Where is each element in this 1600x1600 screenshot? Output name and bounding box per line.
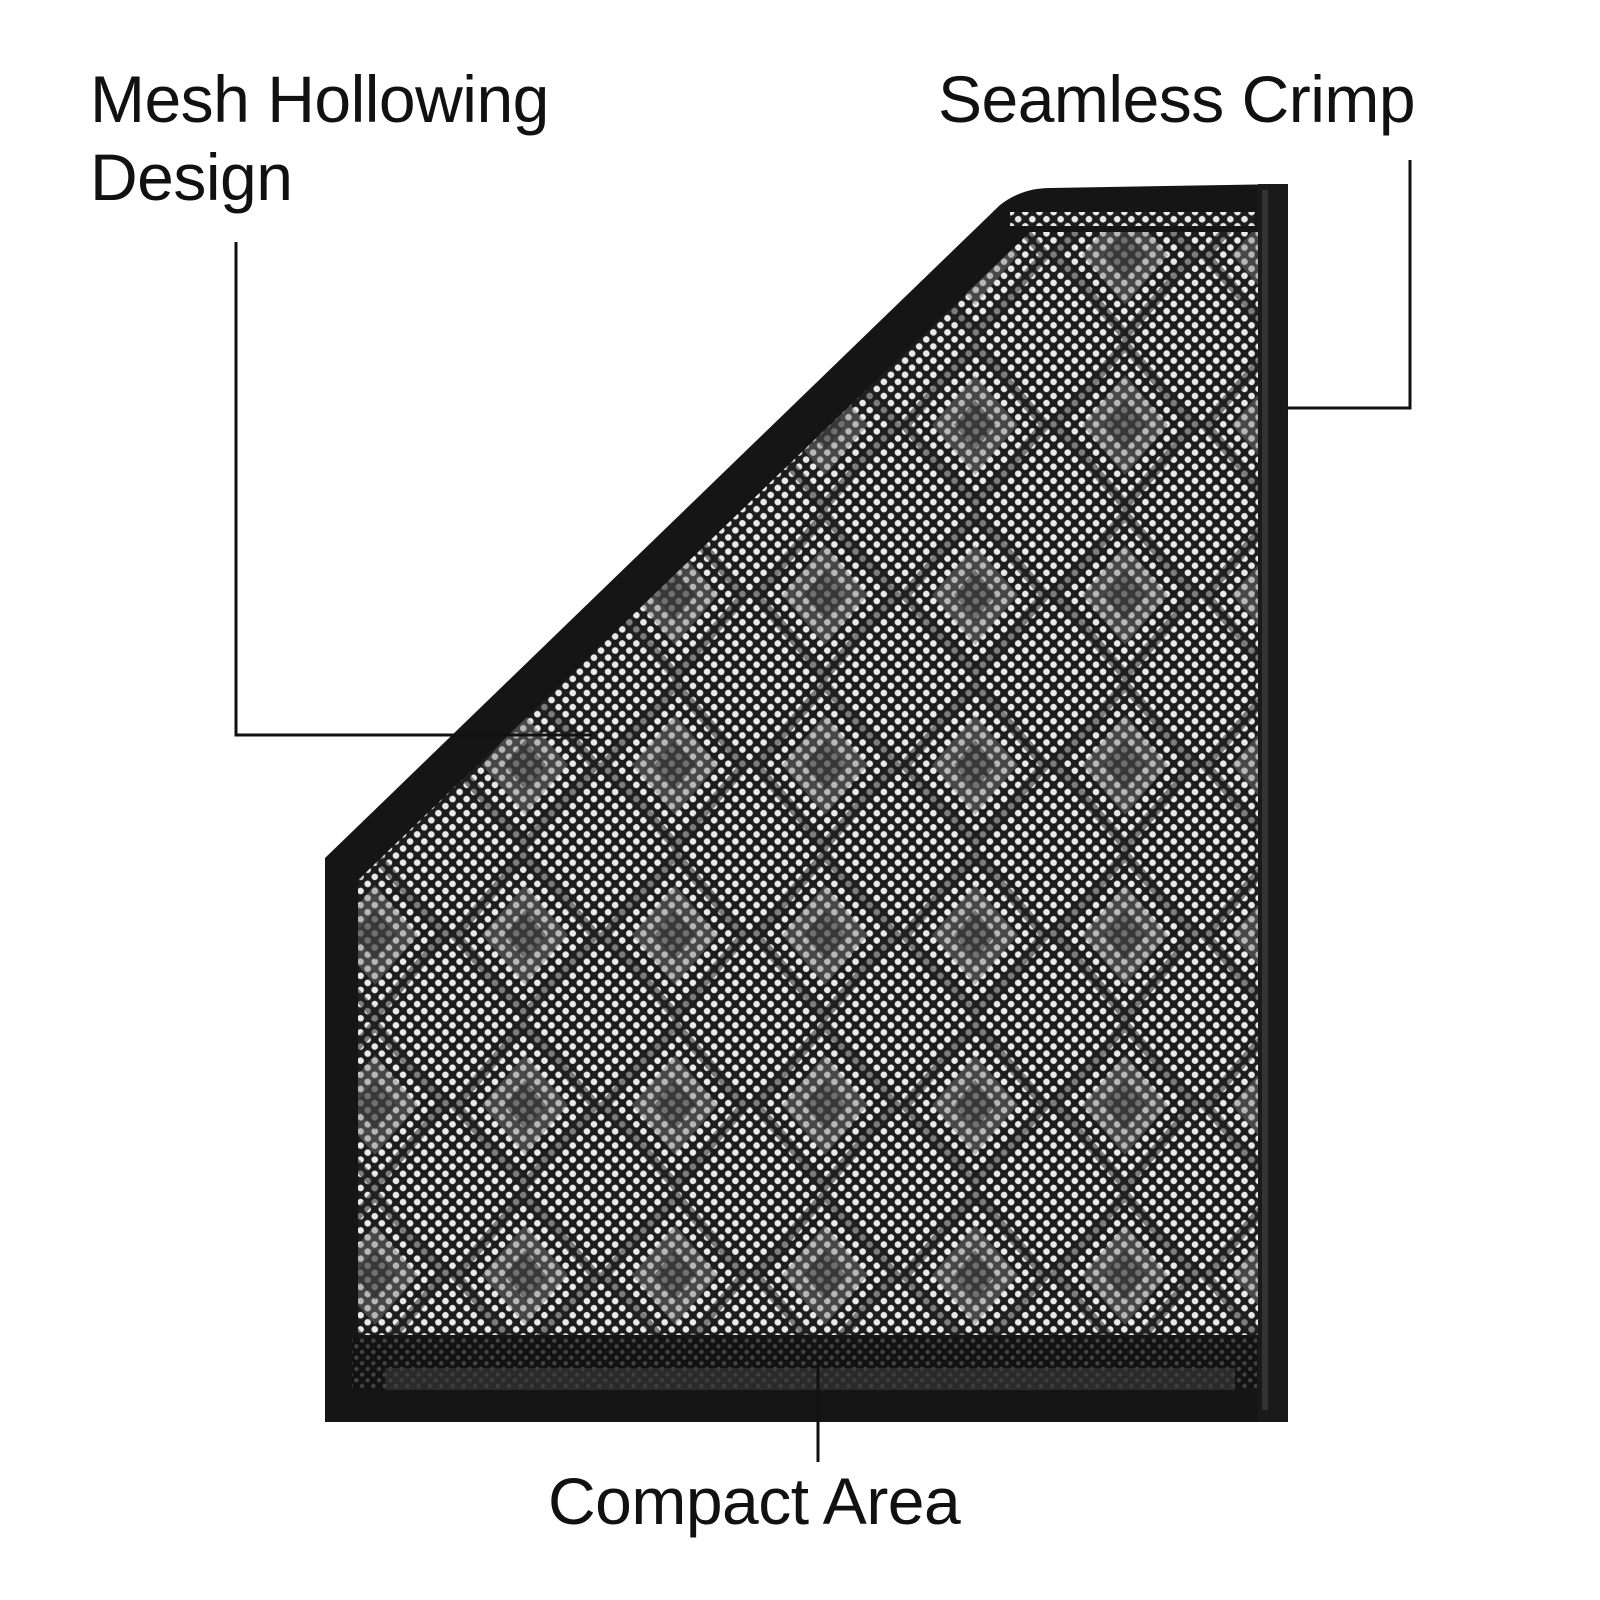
seamless-crimp-leader — [1285, 160, 1412, 410]
mesh-hollowing-leader — [234, 242, 592, 737]
top-rim-mesh — [1010, 212, 1255, 226]
mesh-hollowing-design-label: Mesh Hollowing Design — [90, 60, 690, 216]
seamless-crimp-label: Seamless Crimp — [938, 62, 1416, 136]
mesh-hollowing-line2: Design — [90, 140, 293, 214]
mesh-hollowing-line1: Mesh Hollowing — [90, 62, 549, 136]
compact-area-label: Compact Area — [548, 1464, 961, 1538]
